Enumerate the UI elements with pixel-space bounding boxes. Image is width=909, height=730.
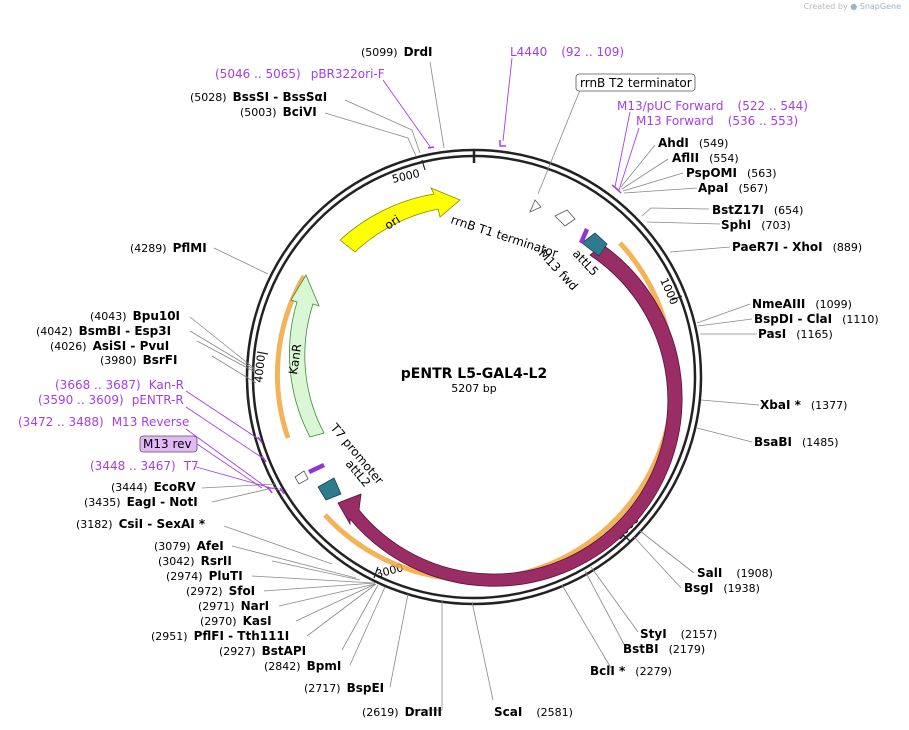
primer-labels: L4440(92 .. 109) (5046 .. 5065)pBR322ori…: [18, 45, 808, 473]
credit-prefix: Created by: [803, 2, 848, 11]
site-bsssi: (5028)BssSI - BssSαI: [190, 90, 327, 104]
ori-feature: [339, 187, 461, 253]
credit-brand: SnapGene: [859, 2, 901, 11]
site-bpmi: (2842)BpmI: [264, 659, 341, 673]
primer-pentr-r: (3590 .. 3609)pENTR-R: [38, 393, 184, 407]
site-draiii: (2619)DraIII: [362, 705, 442, 719]
site-csii: (3182)CsiI - SexAI *: [76, 517, 206, 531]
plasmid-name: pENTR L5-GAL4-L2: [401, 366, 547, 382]
site-bcivi: (5003)BciVI: [240, 105, 317, 119]
site-bstapi: (2927)BstAPI: [219, 644, 306, 658]
site-bcli: BclI *(2279): [590, 664, 672, 678]
site-bsmbi: (4042)BsmBI - Esp3I: [36, 324, 171, 338]
site-apai: ApaI(567): [698, 181, 768, 195]
rrnb-t2-terminator-box: [575, 73, 696, 92]
primer-m13-forward: M13 Forward(536 .. 553): [636, 114, 798, 128]
rrnb-t1-terminator-feature: [554, 209, 576, 227]
snapgene-logo-icon: ●: [850, 2, 858, 11]
site-pflmi: (4289)PflMI: [130, 241, 207, 255]
site-bsrfi: (3980)BsrFI: [100, 353, 177, 367]
primer-l4440: L4440(92 .. 109): [510, 45, 624, 59]
primer-kan-r: (3668 .. 3687)Kan-R: [55, 378, 184, 392]
t7-promoter-feature: [294, 470, 309, 485]
site-pflfi: (2951)PflFI - Tth111I: [151, 629, 289, 643]
site-pasi: PasI(1165): [758, 327, 833, 341]
site-bsabi: BsaBI(1485): [754, 435, 839, 449]
site-ahdi: AhdI(549): [658, 136, 728, 150]
site-labels: (5099)DrdI (5028)BssSI - BssSαI (5003)Bc…: [36, 45, 879, 719]
site-bspei: (2717)BspEI: [304, 681, 384, 695]
rrnb-t2-terminator-feature: [529, 199, 542, 213]
primer-m13-reverse: (3472 .. 3488)M13 Reverse: [18, 415, 189, 429]
site-bspdi: BspDI - ClaI(1110): [754, 312, 879, 326]
m13-fwd-feature: [579, 228, 589, 244]
site-nmeaiii: NmeAIII(1099): [752, 297, 852, 311]
site-nari: (2971)NarI: [198, 599, 269, 613]
site-bpu10i: (4043)Bpu10I: [90, 309, 180, 323]
site-bstz17i: BstZ17I(654): [712, 203, 803, 217]
site-kasi: (2970)KasI: [200, 614, 272, 628]
site-asisi: (4026)AsiSI - PvuI: [50, 339, 169, 353]
gal4-label: GAL4: [582, 490, 614, 522]
snapgene-credit: Created by ● SnapGene: [804, 2, 901, 11]
site-pspomi: PspOMI(563): [686, 166, 777, 180]
kanr-label: KanR: [286, 343, 304, 376]
m13-rev-feature: [308, 463, 325, 474]
site-bsgi: BsgI(1938): [684, 581, 760, 595]
site-scai: ScaI(2581): [494, 705, 573, 719]
attl5-feature: [581, 232, 608, 257]
site-pluti: (2974)PluTI: [166, 569, 243, 583]
backbone-outer-ring: [245, 148, 703, 606]
m13-rev-box: [139, 435, 198, 453]
site-paer7i: PaeR7I - XhoI(889): [732, 240, 862, 254]
site-leaders: [189, 61, 760, 711]
tick-4000: 4000: [252, 351, 269, 383]
site-xbai: XbaI *(1377): [760, 398, 847, 412]
site-afei: (3079)AfeI: [154, 539, 224, 553]
site-aflii: AflII(554): [672, 151, 739, 165]
tick-label-4000: 4000: [252, 354, 268, 383]
primer-pbr322ori-f: (5046 .. 5065)pBR322ori-F: [215, 67, 385, 81]
attl2-feature: [317, 477, 342, 501]
rrnb-t2-terminator-label: rrnB T2 terminator: [580, 76, 692, 90]
site-eagi: (3435)EagI - NotI: [84, 495, 198, 509]
site-ecorv: (3444)EcoRV: [111, 480, 196, 494]
site-rsrii: (3042)RsrII: [158, 554, 232, 568]
gal4-feature: [337, 244, 683, 587]
site-sali: SalI(1908): [697, 566, 773, 580]
tick-label-1000: 1000: [657, 276, 680, 307]
site-sphi: SphI(703): [721, 218, 791, 232]
primer-t7: (3448 .. 3467)T7: [90, 459, 199, 473]
plasmid-size: 5207 bp: [451, 382, 496, 395]
site-sfoi: (2972)SfoI: [186, 584, 255, 598]
site-bstbi: BstBI(2179): [623, 642, 705, 656]
site-styi: StyI(2157): [640, 627, 717, 641]
primer-leaders: [185, 57, 640, 492]
tick-5000: 5000: [391, 159, 426, 186]
primer-m13-puc-forward: M13/pUC Forward(522 .. 544): [617, 99, 808, 113]
tick-label-5000: 5000: [391, 167, 421, 186]
m13-rev-label: M13 rev: [143, 437, 192, 451]
kanr-feature: [289, 274, 325, 438]
site-drdi: (5099)DrdI: [361, 45, 433, 59]
